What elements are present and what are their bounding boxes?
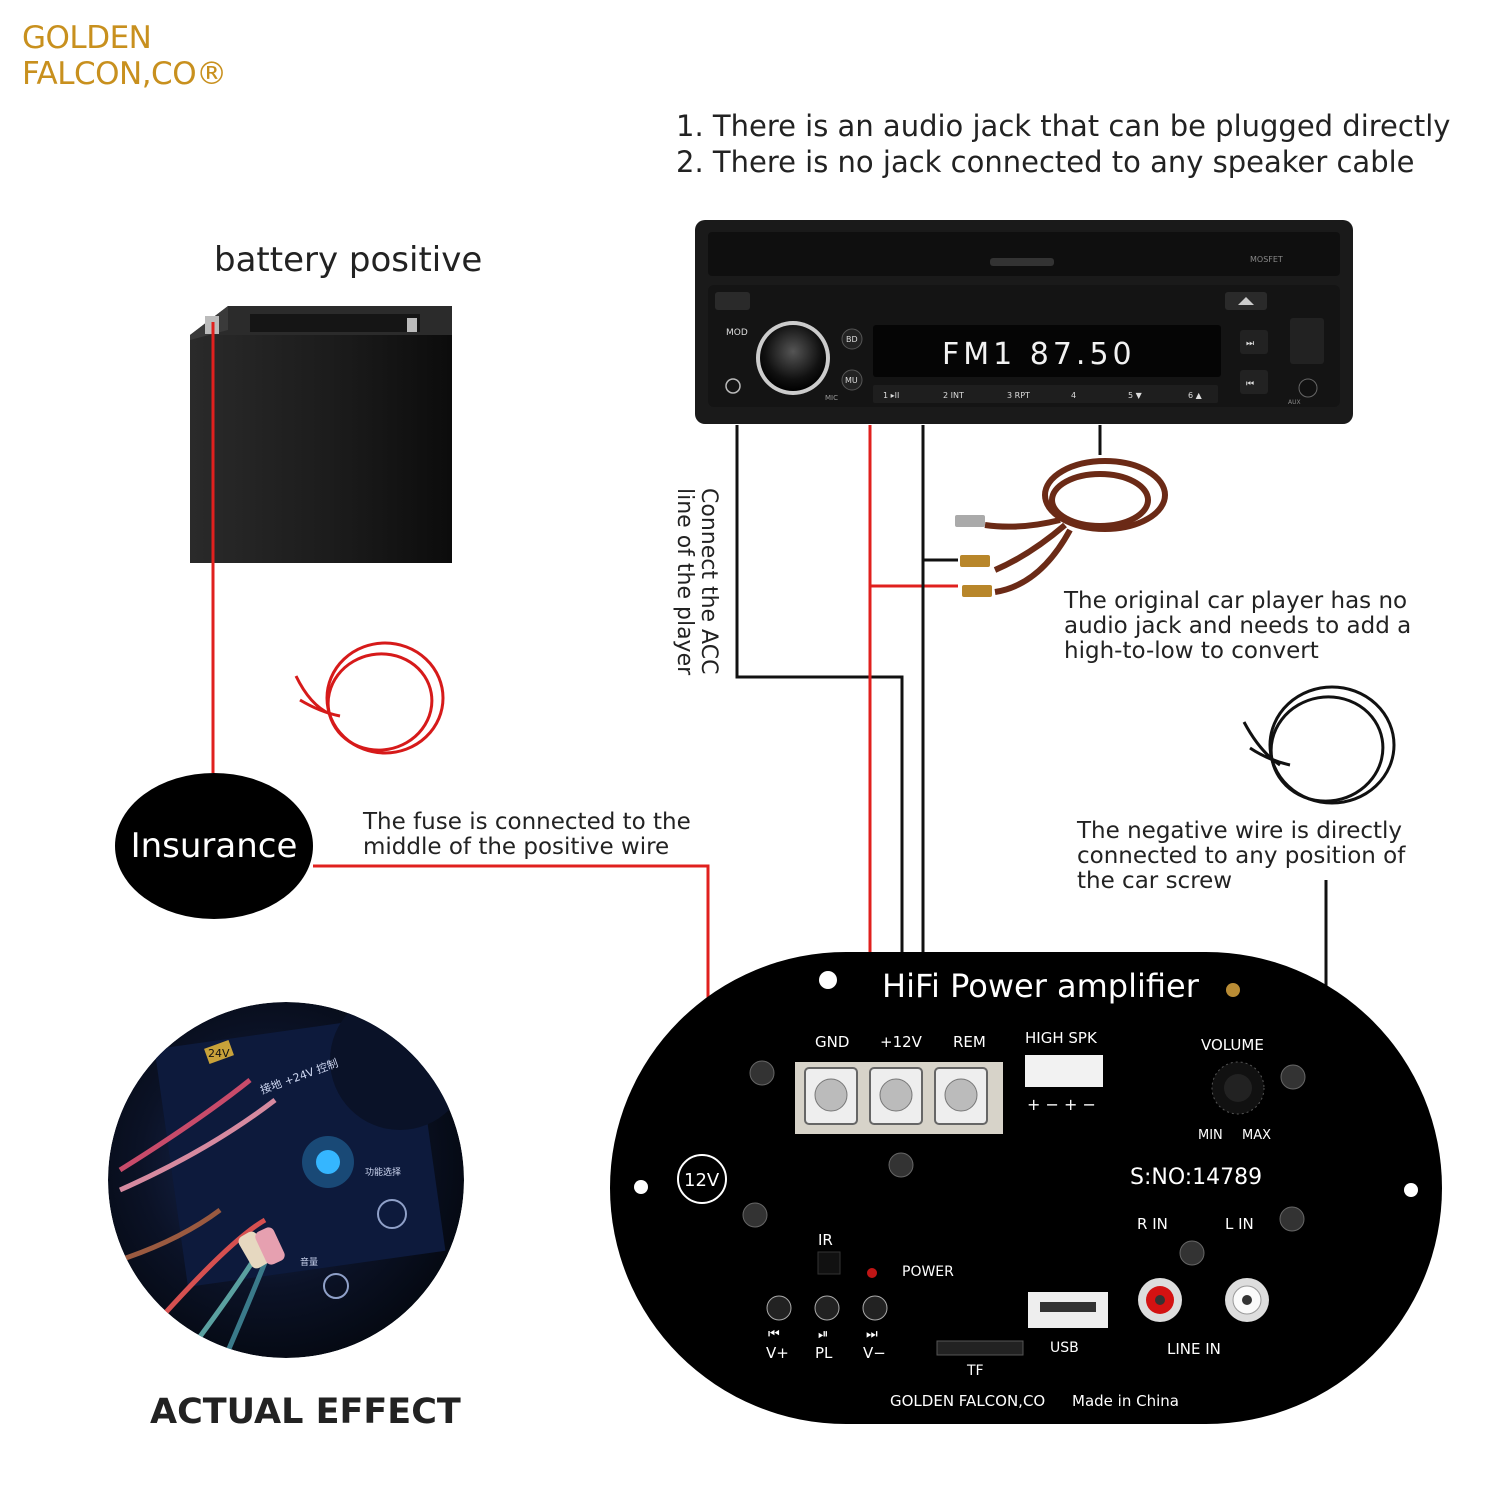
note-1: 1. There is an audio jack that can be pl… — [676, 109, 1451, 143]
prev-track-button[interactable] — [1240, 370, 1268, 394]
rca-cable-image — [955, 458, 1168, 597]
next-track-icon: ⏭ — [1246, 339, 1254, 349]
svg-text:MIC: MIC — [825, 394, 838, 402]
usb-port — [1290, 318, 1324, 364]
high-spk-connector — [1025, 1055, 1103, 1087]
svg-text:HIGH SPK: HIGH SPK — [1025, 1029, 1098, 1047]
notes: 1. There is an audio jack that can be pl… — [676, 108, 1450, 180]
svg-text:MIN: MIN — [1198, 1128, 1223, 1143]
svg-text:REM: REM — [953, 1033, 986, 1051]
ir-receiver — [817, 1251, 841, 1275]
photo-badge: 24V — [208, 1047, 230, 1060]
svg-text:POWER: POWER — [902, 1264, 954, 1280]
prev-track-icon: ⏮ — [1246, 379, 1254, 389]
car-player: MOSFET MOD BD MU MIC FM1 87.50 1 ▸II 2 I… — [695, 220, 1353, 424]
aux-jack — [1298, 378, 1318, 398]
brand-line-1: GOLDEN — [22, 20, 152, 56]
svg-text:功能选择: 功能选择 — [365, 1166, 401, 1178]
eject-left-button[interactable] — [715, 292, 750, 310]
mod-label: MOD — [726, 328, 748, 338]
wire-acc — [735, 425, 904, 1070]
actual-effect-caption: ACTUAL EFFECT — [150, 1392, 461, 1432]
negative-wire-note: The negative wire is directly connected … — [1077, 818, 1406, 894]
svg-text:2 INT: 2 INT — [943, 391, 964, 400]
bd-button[interactable] — [841, 328, 863, 350]
player-display — [873, 325, 1221, 377]
fuse-note: The fuse is connected to the middle of t… — [363, 809, 691, 860]
svg-text:VOLUME: VOLUME — [1201, 1036, 1264, 1054]
red-wire-coil — [294, 641, 445, 755]
svg-text:V−: V− — [863, 1344, 886, 1362]
svg-text:AUX: AUX — [1288, 399, 1301, 406]
svg-text:BD: BD — [846, 335, 858, 344]
voltage-badge: 12V — [684, 1170, 720, 1191]
mu-button[interactable] — [841, 369, 863, 391]
black-wire-coil — [1242, 685, 1396, 805]
svg-text:5 ▼: 5 ▼ — [1128, 391, 1143, 400]
brand-line-2: FALCON,CO® — [22, 56, 227, 92]
svg-text:R IN: R IN — [1137, 1215, 1168, 1233]
svg-text:TF: TF — [966, 1363, 984, 1379]
svg-text:+ − + −: + − + − — [1027, 1095, 1096, 1114]
converter-note: The original car player has no audio jac… — [1064, 588, 1412, 664]
battery-terminal-negative — [407, 318, 417, 332]
next-icon: ⏭ — [866, 1327, 878, 1342]
svg-text:V+: V+ — [766, 1344, 789, 1362]
note-2: 2. There is no jack connected to any spe… — [676, 145, 1415, 179]
svg-text:MU: MU — [845, 376, 858, 385]
insurance-fuse: Insurance — [115, 773, 313, 919]
svg-text:USB: USB — [1050, 1340, 1079, 1356]
amplifier-board: HiFi Power amplifier GND +12V REM HIGH S… — [610, 952, 1442, 1424]
player-brand: MOSFET — [1250, 255, 1283, 264]
svg-text:+12V: +12V — [880, 1033, 923, 1051]
maker-label: GOLDEN FALCON,CO — [890, 1392, 1045, 1410]
svg-text:PL: PL — [815, 1344, 833, 1362]
power-led — [867, 1268, 877, 1278]
svg-text:IR: IR — [818, 1231, 833, 1249]
play-pause-icon: ⏯ — [818, 1327, 828, 1342]
line-in-label: LINE IN — [1167, 1340, 1221, 1358]
display-frequency: FM1 87.50 — [942, 337, 1136, 372]
eject-icon — [1238, 297, 1254, 305]
vol-down-button[interactable] — [862, 1295, 888, 1321]
vol-up-button[interactable] — [766, 1295, 792, 1321]
svg-text:L IN: L IN — [1225, 1215, 1254, 1233]
svg-text:1 ▸II: 1 ▸II — [883, 391, 899, 400]
serial-number: S:NO:14789 — [1130, 1165, 1262, 1190]
brand-logo: GOLDEN FALCON,CO® — [22, 20, 227, 92]
battery-image — [190, 306, 452, 563]
preset-buttons[interactable]: 1 ▸II 2 INT 3 RPT 4 5 ▼ 6 ▲ — [873, 385, 1218, 403]
power-icon — [725, 378, 741, 394]
tf-slot[interactable] — [936, 1340, 1024, 1356]
battery-label: battery positive — [214, 240, 483, 280]
next-track-button[interactable] — [1240, 330, 1268, 354]
play-pause-button[interactable] — [814, 1295, 840, 1321]
actual-effect-photo: 24V 接地 +24V 控制 功能选择 音量 — [108, 1002, 464, 1358]
svg-text:GND: GND — [815, 1033, 849, 1051]
svg-text:MAX: MAX — [1242, 1128, 1271, 1143]
acc-label: Connect the ACC line of the player — [672, 488, 721, 676]
svg-text:6 ▲: 6 ▲ — [1188, 391, 1203, 400]
svg-text:3 RPT: 3 RPT — [1007, 391, 1030, 400]
svg-text:4: 4 — [1071, 391, 1076, 400]
prev-icon: ⏮ — [768, 1327, 780, 1342]
amplifier-title: HiFi Power amplifier — [882, 967, 1200, 1005]
svg-text:音量: 音量 — [300, 1256, 318, 1268]
amp-buttons: ⏮ ⏯ ⏭ V+ PL V− — [766, 1295, 888, 1362]
made-in-label: Made in China — [1072, 1392, 1179, 1410]
